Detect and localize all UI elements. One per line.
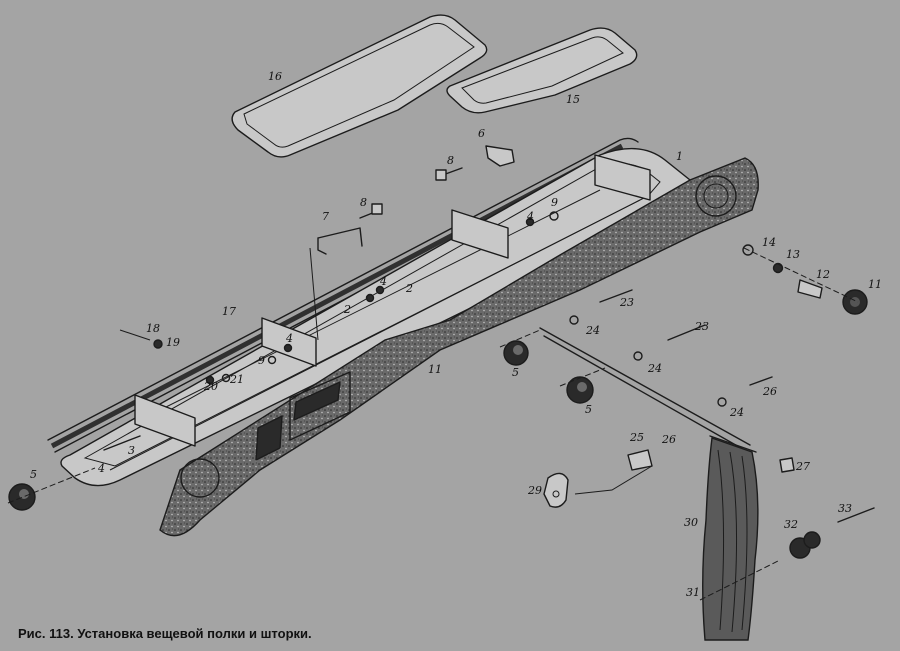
callout-32: 32: [784, 518, 798, 531]
fascia-panel-11: [159, 157, 759, 537]
callout-4a: 4: [526, 210, 534, 223]
bracket-29: [543, 472, 569, 508]
callout-24a: 24: [585, 324, 600, 337]
callout-25: 25: [629, 431, 644, 444]
callout-7: 7: [322, 210, 329, 223]
callout-8b: 8: [360, 196, 367, 209]
callout-22: 21: [229, 373, 244, 386]
callout-2a: 2: [405, 282, 413, 295]
bolts: [103, 167, 875, 523]
callout-14: 13: [786, 248, 800, 261]
callout-28: 27: [795, 460, 810, 473]
callout-2b: 2: [343, 303, 351, 316]
rubber-bumpers-5: [8, 340, 594, 511]
callout-21: 20: [203, 380, 218, 393]
visor-panel-17: [231, 14, 488, 158]
callout-19: 18: [146, 322, 160, 335]
callout-4d: 4: [97, 462, 105, 475]
callout-26: 26: [661, 433, 676, 446]
clip-28: [779, 457, 795, 473]
curtain-rail: [539, 327, 751, 453]
callout-11: 11: [428, 363, 442, 376]
sleeve-32: [789, 531, 821, 559]
callout-3: 3: [128, 444, 135, 457]
callout-31: 31: [686, 586, 700, 599]
clip-25: [627, 449, 653, 471]
callout-30: 30: [684, 516, 698, 529]
curtain-30: [702, 435, 759, 641]
callout-18: 17: [222, 305, 236, 318]
callout-15: 14: [762, 236, 776, 249]
callout-16: 15: [566, 93, 580, 106]
visor-panel-16: [446, 27, 638, 114]
bracket-7: [317, 227, 363, 255]
bracket-6: [485, 145, 515, 167]
callout-9a: 9: [551, 196, 558, 209]
figure-caption: Рис. 113. Установка вещевой полки и штор…: [18, 626, 312, 641]
callout-27: 26: [762, 385, 777, 398]
callout-24c: 24: [729, 406, 744, 419]
callout-1: 1: [676, 150, 683, 163]
shelf-tray-1: [60, 147, 691, 487]
callout-6: 6: [478, 127, 485, 140]
callout-4b: 4: [379, 275, 387, 288]
callout-9b: 9: [258, 354, 265, 367]
washers-and-nuts: [153, 211, 784, 407]
callout-4c: 4: [285, 332, 293, 345]
callout-8a: 8: [447, 154, 454, 167]
callout-29: 29: [527, 484, 542, 497]
callout-23a: 23: [619, 296, 634, 309]
callout-20: 19: [166, 336, 180, 349]
callout-33: 33: [838, 502, 852, 515]
callout-5c: 5: [30, 468, 37, 481]
callout-23b: 23: [694, 320, 709, 333]
callout-13: 12: [816, 268, 830, 281]
callout-5a: 5: [512, 366, 519, 379]
callout-12: 11: [868, 278, 882, 291]
knob-12: [842, 289, 868, 315]
callout-labels: 16 15 6 8 1 8 7 4 9 14 13 12 11 2 4 2 23…: [30, 70, 882, 599]
callout-5b: 5: [585, 403, 592, 416]
callout-24b: 24: [647, 362, 662, 375]
callout-17: 16: [268, 70, 282, 83]
leader-lines: [7, 247, 859, 601]
